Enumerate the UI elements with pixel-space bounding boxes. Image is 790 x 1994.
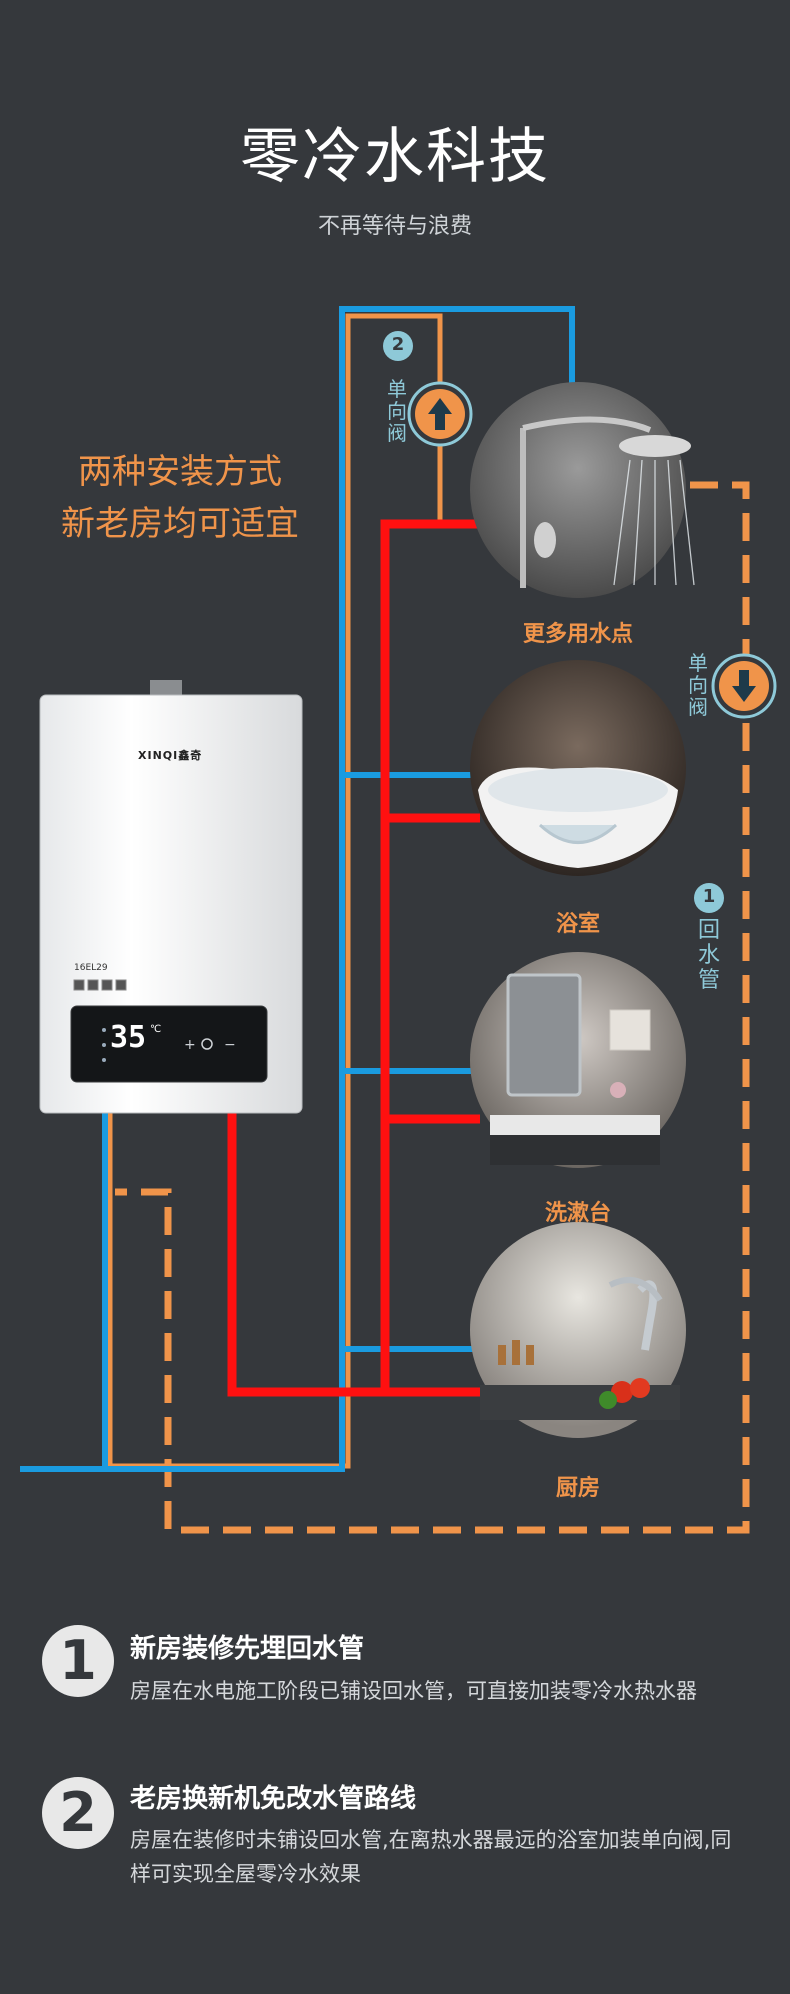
return-pipe-solid: [107, 313, 443, 1469]
svg-text:+: +: [184, 1037, 196, 1053]
feature-1-desc: 房屋在水电施工阶段已铺设回水管，可直接加装零冷水热水器: [130, 1679, 697, 1703]
washbasin-photo: [470, 952, 686, 1168]
water-heater: + −: [39, 680, 303, 1114]
valve-down-arrow-icon: [711, 653, 777, 719]
valve-2-number: 2: [391, 334, 405, 355]
heater-temperature-display: 35: [110, 1020, 147, 1055]
install-line-1: 两种安装方式: [78, 452, 282, 492]
label-washbasin: 洗漱台: [544, 1201, 611, 1226]
heater-model: 16EL29: [74, 963, 108, 973]
kitchen-photo: [470, 1222, 686, 1438]
heater-temperature-unit: ℃: [150, 1024, 162, 1035]
install-line-2: 新老房均可适宜: [61, 504, 299, 544]
pipe-diagram: + −: [20, 306, 777, 1534]
valve-2-badge-icon: [383, 331, 413, 361]
return-pipe-number: 1: [702, 886, 716, 907]
return-pipe-dashed-right: [115, 481, 750, 1534]
svg-text:−: −: [224, 1037, 236, 1053]
bathtub-photo: [470, 660, 686, 876]
heater-brand-logo: XINQI鑫奇: [138, 749, 203, 762]
label-more-points: 更多用水点: [522, 622, 633, 647]
feature-1-title: 新房装修先埋回水管: [130, 1634, 365, 1664]
valve-2-label: 单向阀: [387, 377, 407, 445]
label-kitchen: 厨房: [555, 1476, 600, 1501]
feature-2-title: 老房换新机免改水管路线: [130, 1784, 417, 1814]
feature-2-desc: 房屋在装修时未铺设回水管,在离热水器最远的浴室加装单向阀,同样可实现全屋零冷水效…: [130, 1828, 732, 1886]
shower-photo: [470, 382, 695, 598]
page-subtitle: 不再等待与浪费: [317, 214, 472, 239]
install-note: 两种安装方式 新老房均可适宜: [25, 446, 335, 550]
hot-water-pipe: [227, 519, 480, 1397]
return-pipe-label: 回水管: [697, 918, 720, 993]
feature-1-number: 1: [42, 1625, 114, 1697]
valve-down-label: 单向阀: [688, 651, 708, 719]
page-title: 零冷水科技: [240, 122, 550, 192]
feature-2-number: 2: [42, 1777, 114, 1849]
label-bathroom: 浴室: [555, 912, 600, 937]
valve-up-arrow-icon: [407, 381, 473, 447]
cold-water-pipe: [20, 306, 575, 1472]
return-pipe-badge-icon: [694, 883, 724, 913]
